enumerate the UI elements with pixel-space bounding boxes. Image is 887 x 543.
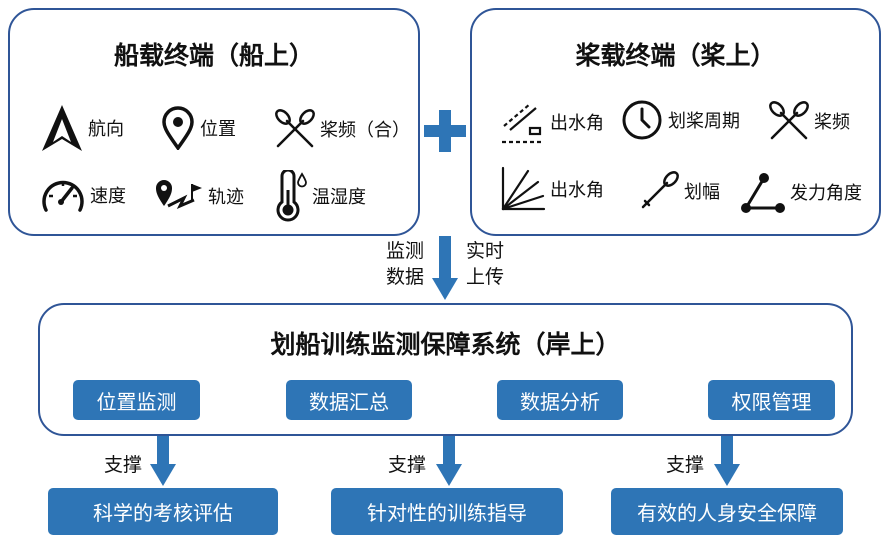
module-position-monitoring: 位置监测 [73,380,200,420]
ship-item-label: 速度 [90,186,126,207]
oar-item-exit-angle-2: 出水角 [500,166,604,212]
ship-item-track: 轨迹 [154,176,244,216]
oar-item-stroke-cycle: 划桨周期 [620,98,740,142]
oar-item-label: 桨频 [814,112,850,133]
support-label: 支撑 [666,454,705,476]
ship-item-label: 轨迹 [208,187,244,208]
realtime-upload-label: 实时 上传 [458,238,512,290]
oar-terminal-title: 桨载终端（桨上） [575,41,776,70]
crossed-oars-icon [769,101,809,140]
ship-terminal-panel: 船载终端（船上） 航向 位置 桨频（合） [8,8,420,236]
oar-item-exit-angle: 出水角 [500,100,604,144]
ship-terminal-title: 船载终端（船上） [113,41,314,70]
oar-item-label: 出水角 [550,113,604,134]
ship-item-stroke-rate: 桨频（合） [274,108,410,150]
module-permission-management: 权限管理 [708,380,835,420]
track-route-icon [156,180,202,209]
oar-item-stroke-width: 划幅 [638,170,720,212]
oar-item-label: 划幅 [684,182,720,203]
ship-item-position: 位置 [160,106,236,150]
outcome-training-guidance: 针对性的训练指导 [331,488,563,535]
outcome-assessment: 科学的考核评估 [48,488,278,535]
outcome-safety-assurance: 有效的人身安全保障 [611,488,843,535]
monitor-data-label: 监测 数据 [378,238,432,290]
oar-terminal-panel: 桨载终端（桨上） 出水角 划桨周期 桨频 [470,8,881,236]
oar-item-label: 发力角度 [790,183,862,204]
ship-item-label: 桨频（合） [320,120,410,141]
monitor-data-line-1: 监测 [385,240,424,262]
realtime-upload-line-1: 实时 [465,240,504,262]
ship-item-label: 航向 [88,119,124,140]
speedometer-icon [42,180,84,212]
ship-item-label: 位置 [200,119,236,140]
thermometer-icon [276,170,307,222]
monitor-data-line-2: 数据 [385,266,424,288]
ship-item-temp-humidity: 温湿度 [272,170,366,222]
crossed-oars-icon [275,109,315,148]
oar-item-label: 划桨周期 [668,111,740,132]
single-oar-icon [641,171,679,209]
navigation-arrow-icon [42,105,82,151]
support-label: 支撑 [104,454,143,476]
support-arrow [714,436,740,486]
system-title: 划船训练监测保障系统（岸上） [270,330,621,359]
plus-icon [424,110,466,152]
oar-item-stroke-rate: 桨频 [768,100,850,142]
force-angle-icon [741,173,785,213]
clock-icon [622,100,662,140]
realtime-upload-line-2: 上传 [465,266,504,288]
support-arrow [436,436,462,486]
location-pin-icon [162,106,194,150]
module-data-analysis: 数据分析 [497,380,623,420]
support-arrow [150,436,176,486]
module-data-summary: 数据汇总 [286,380,412,420]
upload-arrow [432,236,458,300]
angle-fan-icon [501,166,546,211]
ship-item-speed: 速度 [40,174,126,216]
support-label: 支撑 [388,454,427,476]
ship-item-label: 温湿度 [312,187,366,208]
oar-item-label: 出水角 [550,180,604,201]
ship-item-heading: 航向 [40,102,124,154]
oar-item-force-angle: 发力角度 [740,170,862,214]
exit-angle-icon [502,103,544,144]
